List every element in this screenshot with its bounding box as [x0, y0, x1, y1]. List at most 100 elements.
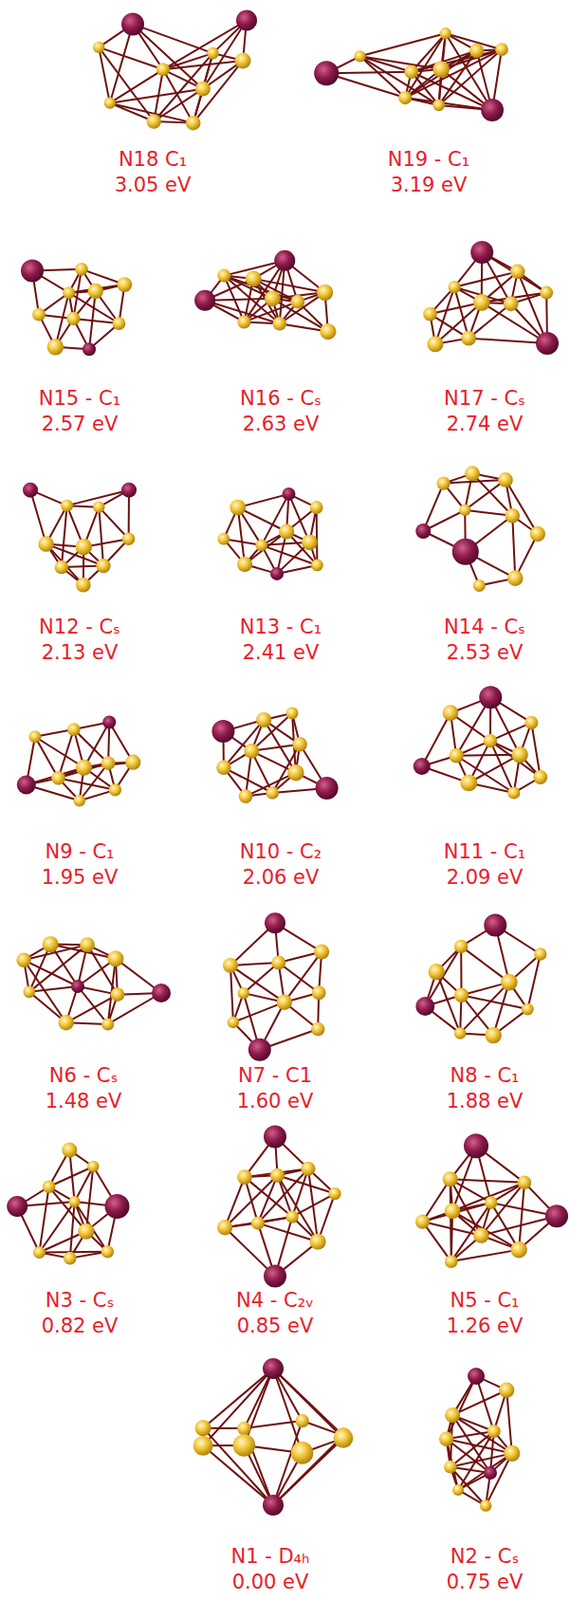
- bond-line: [422, 1221, 452, 1262]
- gold-atom: [243, 743, 259, 759]
- bond-line: [273, 1435, 344, 1506]
- gold-atom: [75, 759, 92, 776]
- gold-atom: [216, 760, 231, 775]
- relative-energy: 0.85 eV: [170, 1313, 380, 1339]
- bond-line: [38, 1186, 49, 1252]
- bond-line: [451, 1250, 519, 1262]
- gold-atom: [473, 294, 491, 312]
- gold-atom: [510, 1241, 528, 1259]
- gold-atom: [255, 539, 268, 552]
- isomer-name: N11 - C₁: [380, 839, 570, 865]
- gold-atom: [448, 748, 463, 763]
- gold-atom: [227, 1016, 240, 1029]
- dopant-atom: [236, 10, 258, 32]
- gold-atom: [104, 97, 116, 110]
- bond-line: [202, 1368, 274, 1446]
- gold-atom: [256, 712, 272, 728]
- gold-atom: [479, 1499, 493, 1512]
- dopant-atom: [480, 98, 504, 122]
- gold-atom: [61, 1142, 77, 1159]
- dopant-atom: [478, 685, 502, 709]
- gold-atom: [503, 295, 519, 312]
- gold-atom: [60, 499, 74, 513]
- gold-atom: [206, 47, 220, 60]
- dopant-atom: [82, 342, 96, 356]
- gold-atom: [454, 939, 468, 954]
- gold-atom: [233, 1434, 257, 1457]
- dopant-atom: [270, 567, 284, 581]
- bond-line: [439, 49, 502, 106]
- bond-line: [460, 946, 510, 983]
- bond-line: [490, 740, 541, 777]
- bond-line: [360, 55, 442, 70]
- gold-atom: [495, 42, 509, 56]
- gold-atom: [57, 1014, 74, 1030]
- dopant-atom: [483, 1466, 497, 1480]
- gold-atom: [524, 716, 538, 730]
- isomer-name: N9 - C₁: [0, 839, 184, 865]
- gold-atom: [62, 286, 75, 299]
- gold-atom: [37, 535, 55, 552]
- bond-line: [360, 33, 446, 56]
- gold-atom: [292, 736, 307, 752]
- bond-line: [422, 483, 443, 532]
- isomer-name: N12 - Cₛ: [0, 614, 184, 640]
- gold-atom: [510, 264, 526, 280]
- isomer-name: N19 - C₁: [324, 147, 534, 172]
- gold-atom: [101, 1245, 115, 1259]
- dopant-atom: [121, 482, 137, 498]
- bond-line: [70, 1201, 75, 1259]
- gold-atom: [398, 91, 412, 105]
- gold-atom: [42, 1179, 56, 1194]
- gold-atom: [69, 1195, 81, 1208]
- relative-energy: 1.26 eV: [380, 1313, 570, 1339]
- dopant-atom: [248, 1038, 272, 1062]
- gold-atom: [278, 523, 295, 539]
- gold-atom: [51, 771, 66, 786]
- gold-atom: [459, 504, 471, 516]
- bond-line: [202, 1428, 274, 1506]
- gold-atom: [316, 284, 333, 301]
- gold-atom: [195, 1419, 212, 1436]
- gold-atom: [459, 774, 478, 792]
- dopant-atom: [535, 331, 559, 355]
- dopant-atom: [71, 979, 85, 993]
- bond-line: [23, 959, 67, 1023]
- gold-atom: [116, 276, 132, 293]
- gold-atom: [237, 1169, 253, 1185]
- bond-line: [238, 507, 287, 532]
- relative-energy: 0.75 eV: [380, 1569, 570, 1595]
- dopant-atom: [483, 914, 507, 938]
- gold-atom: [452, 1484, 464, 1496]
- relative-energy: 3.05 eV: [48, 172, 258, 198]
- bond-line: [74, 1201, 109, 1252]
- gold-atom: [101, 1017, 114, 1030]
- gold-atom: [109, 783, 122, 796]
- bond-line: [230, 965, 234, 1023]
- bond-line: [98, 47, 164, 70]
- gold-atom: [92, 41, 105, 54]
- isomer-name: N8 - C₁: [380, 1063, 570, 1088]
- relative-energy: 2.53 eV: [380, 640, 570, 665]
- bond-line: [436, 972, 460, 1034]
- gold-atom: [73, 794, 86, 808]
- relative-energy: 0.00 eV: [165, 1569, 375, 1595]
- gold-atom: [484, 1027, 501, 1044]
- isomer-name: N5 - C₁: [380, 1287, 570, 1313]
- gold-atom: [460, 330, 477, 347]
- gold-atom: [147, 113, 162, 129]
- gold-atom: [22, 986, 36, 999]
- dopant-atom: [452, 538, 479, 566]
- gold-atom: [442, 704, 460, 721]
- gold-atom: [301, 533, 318, 551]
- gold-atom: [42, 936, 59, 953]
- gold-atom: [311, 559, 324, 572]
- gold-atom: [112, 316, 127, 331]
- gold-atom: [237, 556, 253, 572]
- bond-line: [223, 275, 244, 323]
- bond-line: [454, 271, 518, 287]
- bond-line: [435, 287, 455, 345]
- bond-line: [224, 1175, 277, 1228]
